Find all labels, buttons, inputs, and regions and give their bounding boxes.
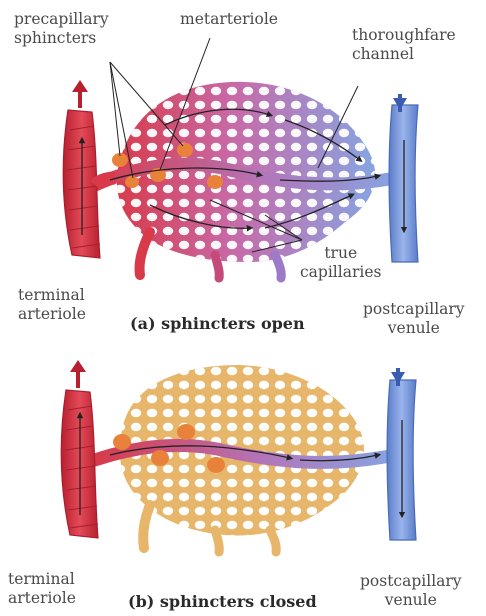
caption-panel-b: (b) sphincters closed bbox=[128, 592, 317, 611]
label-postcapillary-venule-a: postcapillary venule bbox=[363, 300, 465, 338]
panel-b-sphincters-closed bbox=[61, 360, 416, 552]
caption-panel-a: (a) sphincters open bbox=[130, 314, 305, 333]
label-true-capillaries: true capillaries bbox=[300, 244, 381, 282]
label-terminal-arteriole-a: terminal arteriole bbox=[18, 286, 86, 324]
label-terminal-arteriole-b: terminal arteriole bbox=[8, 570, 76, 608]
label-precapillary-sphincters: precapillary sphincters bbox=[14, 10, 109, 48]
panel-a-sphincters-open bbox=[63, 38, 418, 278]
label-postcapillary-venule-b: postcapillary venule bbox=[360, 572, 462, 610]
terminal-arteriole-a bbox=[63, 80, 115, 258]
label-thoroughfare-channel: thoroughfare channel bbox=[352, 26, 456, 64]
label-metarteriole: metarteriole bbox=[180, 10, 278, 29]
